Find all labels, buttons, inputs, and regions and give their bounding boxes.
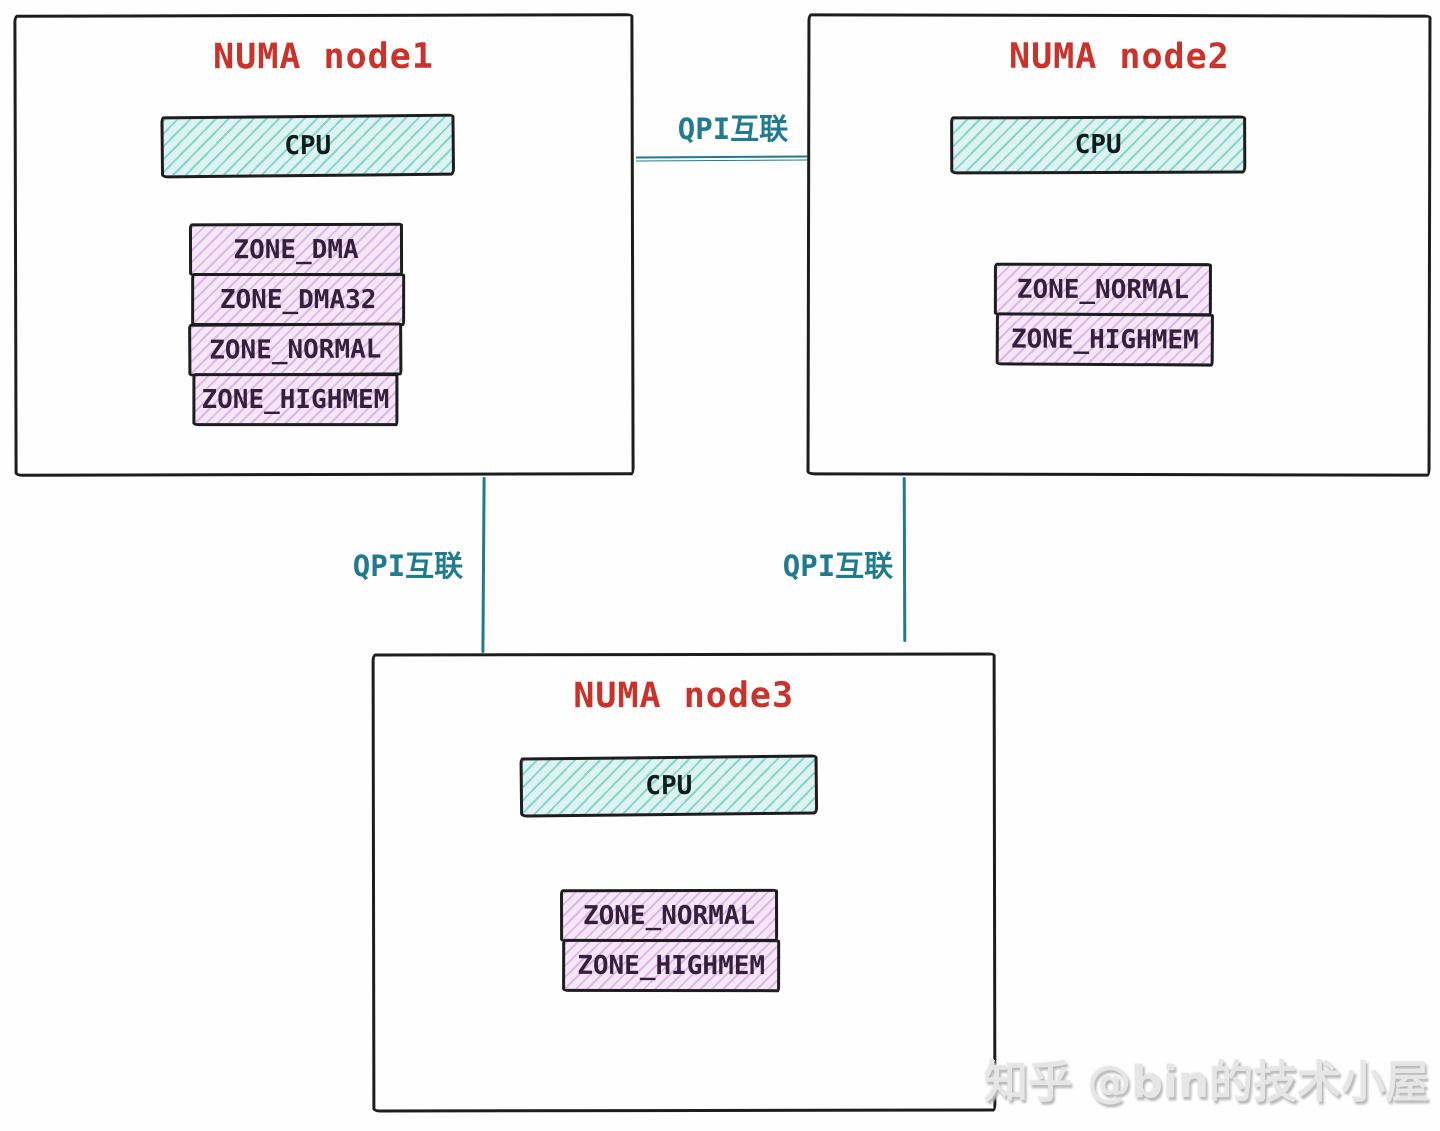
numa-node2-box: NUMA node2 CPU ZONE_NORMAL ZONE_HIGHMEM — [806, 13, 1432, 477]
numa-node2-zone-stack: ZONE_NORMAL ZONE_HIGHMEM — [993, 262, 1214, 367]
qpi-link-label-node2-node3: QPI互联 — [782, 549, 894, 583]
zone-dma-box: ZONE_DMA — [188, 222, 404, 277]
numa-node3-title: NUMA node3 — [573, 675, 795, 717]
numa-node1-title: NUMA node1 — [213, 36, 434, 78]
numa-node1-zone-stack: ZONE_DMA ZONE_DMA32 ZONE_NORMAL ZONE_HIG… — [188, 222, 406, 427]
zhihu-watermark: 知乎 @bin的技术小屋 — [984, 1057, 1430, 1108]
numa-node3-box: NUMA node3 CPU ZONE_NORMAL ZONE_HIGHMEM — [371, 652, 997, 1113]
numa-node2-title: NUMA node2 — [1008, 36, 1230, 78]
numa-node1-box: NUMA node1 CPU ZONE_DMA ZONE_DMA32 ZONE_… — [13, 13, 635, 477]
numa-node2-cpu-box: CPU — [950, 115, 1247, 175]
numa-node1-cpu-box: CPU — [160, 113, 456, 179]
qpi-link-label-node1-node2: QPI互联 — [677, 112, 789, 146]
zone-normal-box: ZONE_NORMAL — [993, 262, 1212, 317]
qpi-link-label-node1-node3: QPI互联 — [352, 549, 464, 583]
zone-highmem-box: ZONE_HIGHMEM — [562, 938, 781, 993]
qpi-link-line-node1-node3 — [481, 476, 486, 654]
zone-normal-box: ZONE_NORMAL — [560, 888, 779, 943]
zone-highmem-box: ZONE_HIGHMEM — [192, 373, 399, 427]
zone-dma32-box: ZONE_DMA32 — [191, 272, 406, 327]
qpi-link-line-node2-node3 — [902, 476, 907, 643]
zone-normal-box: ZONE_NORMAL — [188, 322, 403, 377]
numa-node3-cpu-box: CPU — [519, 754, 819, 818]
zone-highmem-box: ZONE_HIGHMEM — [995, 312, 1214, 367]
qpi-link-line-node1-node2 — [635, 155, 808, 162]
numa-node3-zone-stack: ZONE_NORMAL ZONE_HIGHMEM — [560, 888, 781, 993]
